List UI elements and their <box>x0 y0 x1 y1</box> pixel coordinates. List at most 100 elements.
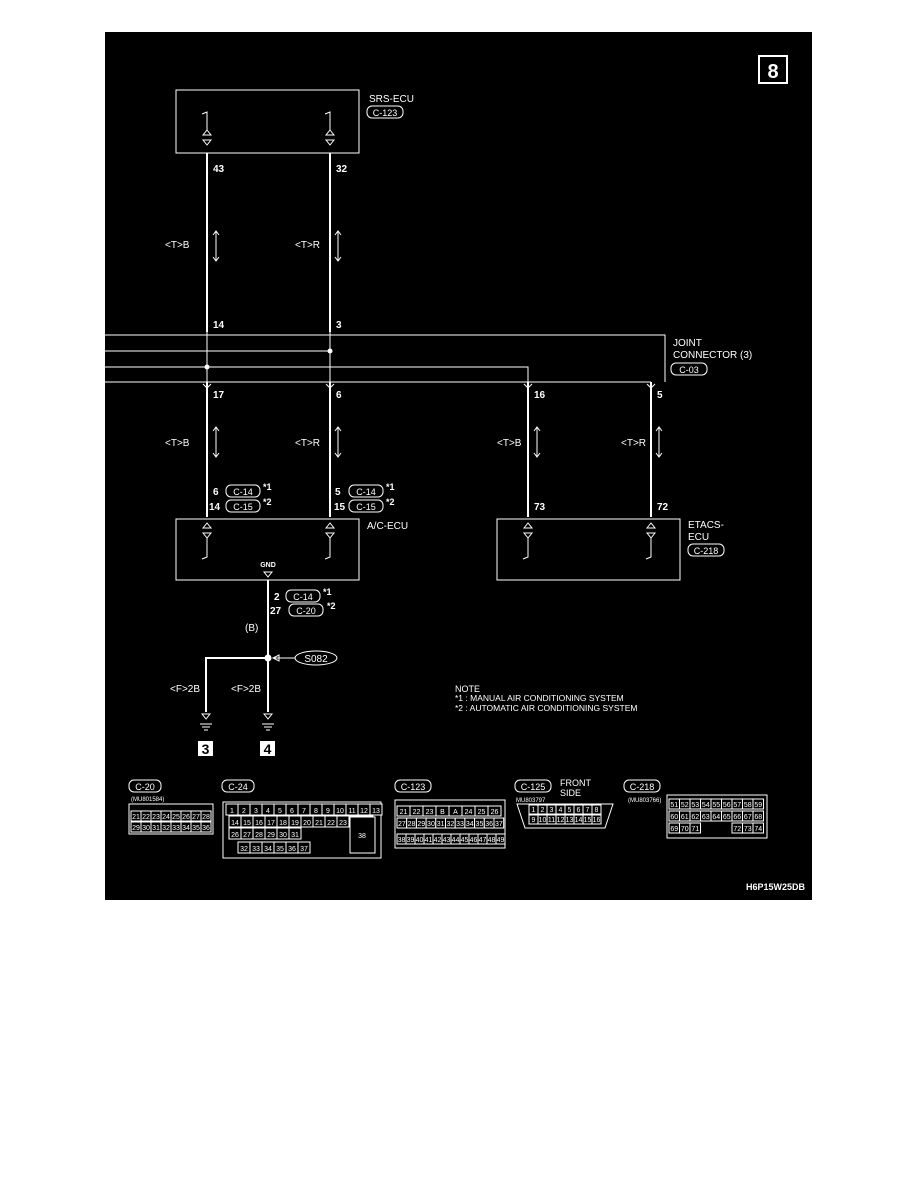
c218-pin: 54 <box>702 802 710 809</box>
c24-pin: 6 <box>290 808 294 815</box>
c123-pin: 24 <box>465 809 473 816</box>
c24-pin: 34 <box>264 846 272 853</box>
c123-cell <box>493 817 505 829</box>
c218-cell <box>752 810 764 822</box>
c125-side-1: FRONT <box>560 778 591 788</box>
splice-arrow <box>271 654 295 662</box>
c125-cell <box>591 814 602 825</box>
c218-cell <box>752 798 764 810</box>
c123-pin: 28 <box>408 821 416 828</box>
c125-pin: 16 <box>593 817 601 824</box>
c218-pin: 57 <box>733 802 741 809</box>
c24-pin: 38 <box>358 833 366 840</box>
c218-pin: 53 <box>691 802 699 809</box>
c123-pin: B <box>440 809 445 816</box>
c125-pin: 3 <box>550 807 554 814</box>
ac-ecu-label: A/C-ECU <box>367 521 408 532</box>
star-1c: *1 <box>323 587 332 597</box>
etacs-pin-73: 73 <box>534 502 546 513</box>
c24-pin: 11 <box>348 808 355 815</box>
shield-arrows-upper <box>212 230 342 262</box>
wire-color-tr-1: <T>R <box>295 240 320 251</box>
c125-pin: 15 <box>584 817 592 824</box>
c24-pin: 8 <box>314 808 318 815</box>
joint-connector-code: C-03 <box>679 365 699 375</box>
c24-pin: 17 <box>267 820 275 827</box>
c123-pin: 32 <box>446 821 454 828</box>
c24-pin: 28 <box>255 832 263 839</box>
c123-pin: 45 <box>461 837 469 844</box>
c24-pin: 22 <box>327 820 335 827</box>
c20-pin: 22 <box>142 814 150 821</box>
ground-4-box <box>260 741 275 756</box>
c24-pin: 7 <box>302 808 306 815</box>
page-number-box <box>758 55 788 84</box>
c125-part: MU803797 <box>516 798 546 804</box>
ac-conn-badge-1 <box>225 484 261 498</box>
c24-pin: 16 <box>255 820 263 827</box>
etacs-ecu-terminals <box>522 522 657 560</box>
pin-3: 3 <box>336 320 342 331</box>
c24-pin: 31 <box>291 832 299 839</box>
etacs-connector: C-218 <box>694 546 719 556</box>
pin-43: 43 <box>213 164 225 175</box>
joint-dot-1 <box>204 364 210 370</box>
ac-gnd-label: GND <box>260 562 276 569</box>
c123-pin: 47 <box>479 837 487 844</box>
srs-ecu-connector-badge <box>366 105 404 119</box>
c20-pin: 33 <box>172 825 180 832</box>
c123-pin: 49 <box>497 837 505 844</box>
c218-cell <box>752 822 764 834</box>
c20-pin: 35 <box>192 825 200 832</box>
c20-pin: 23 <box>152 814 160 821</box>
ground-4: 4 <box>264 741 272 757</box>
c123-pin: 43 <box>443 837 451 844</box>
wire-color-tr-3: <T>R <box>621 438 646 449</box>
c123-label: C-123 <box>401 782 426 792</box>
star-2a: *2 <box>263 497 272 507</box>
c20-pin: 36 <box>202 825 210 832</box>
c24-pin: 35 <box>276 846 284 853</box>
c20-pin: 28 <box>202 814 210 821</box>
star-2b: *2 <box>386 497 395 507</box>
c125-cell <box>591 804 602 815</box>
c24-pin: 14 <box>231 820 239 827</box>
star-1a: *1 <box>263 482 272 492</box>
c125-pin: 10 <box>539 817 547 824</box>
c123-pin: 21 <box>400 809 408 816</box>
c218-pin: 72 <box>733 826 741 833</box>
c24-cell <box>349 816 376 854</box>
c218-pin: 66 <box>733 814 741 821</box>
c123-pin: 48 <box>488 837 496 844</box>
wire-color-tr-2: <T>R <box>295 438 320 449</box>
c125-pin: 4 <box>559 807 563 814</box>
ac-conn-badge-2 <box>225 499 261 513</box>
wire-color-tb-3: <T>B <box>497 438 522 449</box>
wire-color-f2b-1: <F>2B <box>170 684 200 695</box>
ac-pin-left-1: 6 <box>213 487 219 498</box>
joint-connector-lines <box>105 334 666 383</box>
c20-pin: 31 <box>152 825 160 832</box>
c24-cell <box>288 827 302 840</box>
gnd-conn-1: C-14 <box>293 592 313 602</box>
ground-3-box <box>198 741 213 756</box>
gnd-pin-1: 2 <box>274 592 280 603</box>
c218-pin: 55 <box>712 802 720 809</box>
etacs-ecu-box <box>496 518 681 581</box>
c123-cell <box>487 805 502 817</box>
c125-pin: 2 <box>541 807 545 814</box>
c20-pin: 30 <box>142 825 150 832</box>
joint-label-1: JOINT <box>673 338 702 349</box>
ground-symbols <box>200 713 274 731</box>
wire-color-b: (B) <box>245 623 258 634</box>
c123-pin: 33 <box>456 821 464 828</box>
c123-pin: 44 <box>452 837 460 844</box>
splice-dot <box>264 654 272 662</box>
wiring-diagram: 8 SRS-ECU C-123 43 32 <T>B <T>R 14 3 JOI… <box>105 32 812 900</box>
c125-pin: 5 <box>568 807 572 814</box>
c123-pin: 26 <box>491 809 499 816</box>
c20-cell <box>200 821 212 833</box>
ac-conn-4: C-15 <box>356 502 376 512</box>
